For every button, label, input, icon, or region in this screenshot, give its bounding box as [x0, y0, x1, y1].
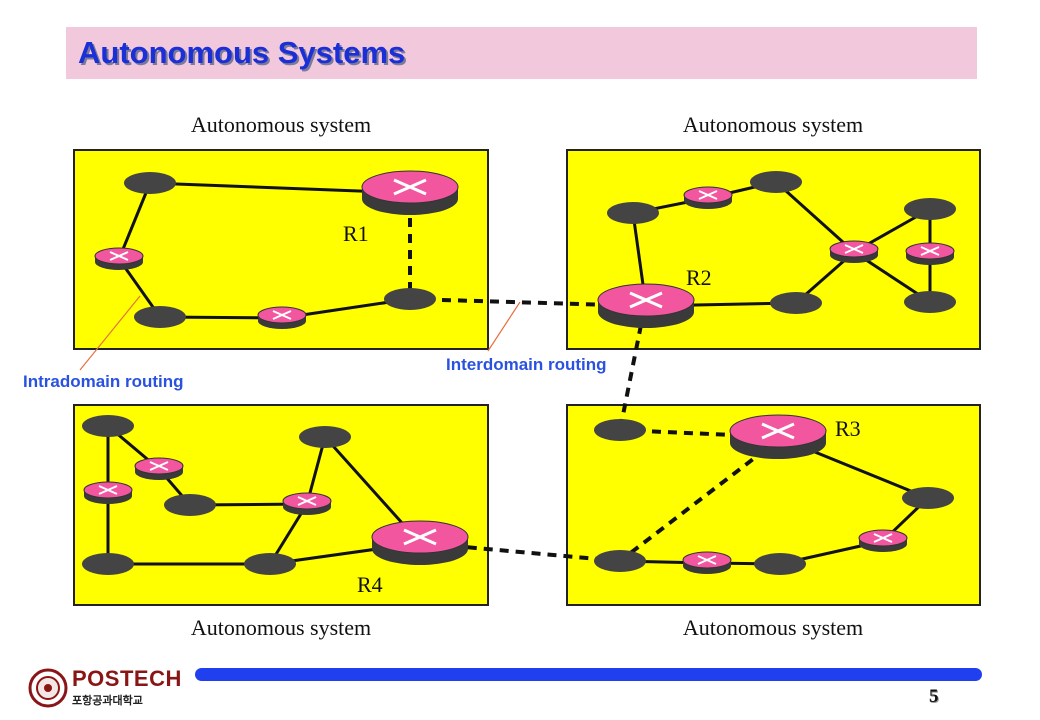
small-router — [83, 481, 133, 505]
small-router — [282, 492, 332, 516]
router-label-r4: R4 — [357, 572, 383, 597]
postech-logo: POSTECH 포항공과대학교 — [28, 664, 198, 710]
border-router-r2 — [596, 282, 696, 330]
small-router — [682, 551, 732, 575]
footer-bar — [195, 668, 982, 681]
small-router — [94, 247, 144, 271]
small-router — [683, 186, 733, 210]
border-router-r4 — [370, 519, 470, 567]
border-router-r3 — [728, 413, 828, 461]
small-router — [858, 529, 908, 553]
interdomain-routing-label: Interdomain routing — [446, 355, 607, 374]
as-network-diagram: Autonomous system Autonomous system Auto… — [23, 112, 981, 640]
host-node — [902, 487, 954, 509]
intradomain-pointer — [79, 295, 141, 371]
host-node — [607, 202, 659, 224]
page-number: 5 — [929, 686, 939, 707]
host-node — [124, 172, 176, 194]
host-node — [594, 550, 646, 572]
host-node — [82, 553, 134, 575]
small-router — [829, 240, 879, 264]
host-node — [750, 171, 802, 193]
host-node — [384, 288, 436, 310]
router-label-r3: R3 — [835, 416, 861, 441]
host-node — [299, 426, 351, 448]
host-node — [82, 415, 134, 437]
host-node — [904, 291, 956, 313]
small-router — [905, 242, 955, 266]
as-label-top-right: Autonomous system — [683, 112, 863, 137]
host-node — [244, 553, 296, 575]
slide-title: Autonomous Systems — [78, 35, 406, 70]
router-label-r1: R1 — [343, 221, 369, 246]
title-bar: Autonomous Systems — [66, 27, 977, 79]
host-node — [770, 292, 822, 314]
logo-name: POSTECH — [72, 666, 182, 691]
border-router-r1 — [360, 169, 460, 217]
as-label-bottom-right: Autonomous system — [683, 615, 863, 640]
postech-emblem-icon — [28, 668, 68, 708]
host-node — [904, 198, 956, 220]
host-node — [754, 553, 806, 575]
as-label-top-left: Autonomous system — [191, 112, 371, 137]
host-node — [134, 306, 186, 328]
host-node — [164, 494, 216, 516]
host-node — [594, 419, 646, 441]
as-label-bottom-left: Autonomous system — [191, 615, 371, 640]
router-label-r2: R2 — [686, 265, 712, 290]
interdomain-pointer — [487, 301, 521, 352]
small-router — [257, 306, 307, 330]
intradomain-routing-label: Intradomain routing — [23, 372, 184, 391]
host-nodes — [82, 171, 956, 575]
small-router — [134, 457, 184, 481]
logo-korean: 포항공과대학교 — [72, 694, 143, 707]
